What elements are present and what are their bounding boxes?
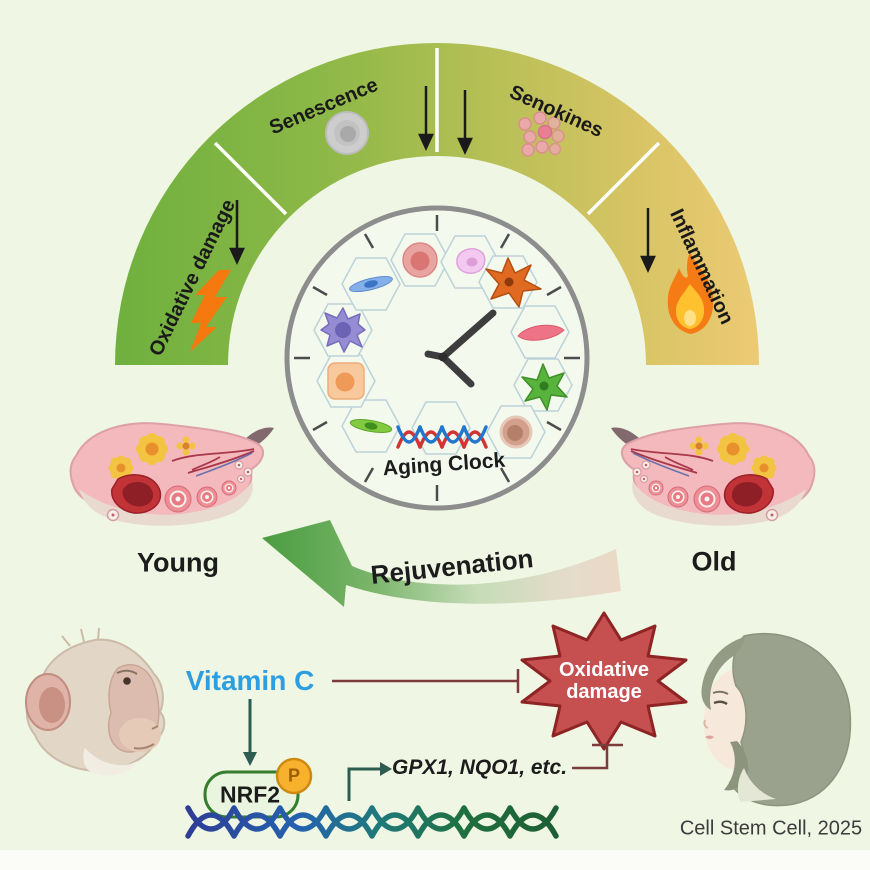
monkey-illustration <box>25 627 166 776</box>
aging-clock-graphic <box>284 205 590 511</box>
orange-square-cell-icon <box>327 362 365 400</box>
clock-dna-icon <box>396 425 488 449</box>
aging-hallmarks-arc <box>115 43 759 365</box>
citation: Cell Stem Cell, 2025 <box>679 817 863 840</box>
senescent-cell-icon <box>325 111 369 155</box>
nrf2-label: NRF2 <box>219 781 281 808</box>
epithelial-blob-cell-icon <box>456 248 486 274</box>
clock-hands <box>424 309 497 388</box>
old-ovary-illustration <box>610 422 816 527</box>
rejuvenation-arrow <box>262 520 621 607</box>
bottom-margin <box>0 850 870 870</box>
senokine-dots-icon <box>518 111 565 157</box>
arc-segment-dividers <box>213 48 661 216</box>
down-arrow-icon-senescence <box>418 86 434 151</box>
follicle-icons <box>106 460 253 522</box>
down-arrow-icon-oxidative <box>229 200 245 265</box>
oocyte-cell-icon <box>402 242 438 278</box>
lightning-icon <box>190 270 231 352</box>
vitamin-c-label: Vitamin C <box>185 665 315 696</box>
transcription-arrow <box>347 762 392 801</box>
flame-icon <box>667 252 714 334</box>
astrocyte-cell-icon <box>485 257 542 308</box>
clock-ticks <box>294 215 580 501</box>
young-ovary-illustration <box>69 422 274 526</box>
microglia-cell-icon <box>320 307 366 353</box>
young-label: Young <box>137 547 219 578</box>
phospho-badge <box>275 757 313 795</box>
oxidative-damage-star <box>520 611 688 751</box>
oxidative-damage-star-line1: Oxidative <box>558 659 650 681</box>
target-genes-label: GPX1, NQO1, etc. <box>392 756 568 779</box>
oxidative-damage-star-label: Oxidative damage <box>559 659 649 703</box>
muscle-cell-icon <box>517 324 565 341</box>
vitaminc-activates-nrf2-arrow <box>243 699 257 766</box>
phospho-label: P <box>287 765 301 786</box>
down-arrow-icon-senokines <box>457 90 473 155</box>
woman-illustration <box>701 633 852 807</box>
fibroblast-green-cell-icon <box>521 363 568 411</box>
down-arrow-icon-inflammation <box>640 208 656 273</box>
old-label: Old <box>691 546 737 577</box>
genes-inhibit-damage-line <box>572 743 623 770</box>
blue-spindle-cell-icon <box>349 275 393 293</box>
vitaminc-inhibits-damage-line <box>332 669 520 693</box>
brown-round-cell-icon <box>499 415 533 449</box>
green-spindle-cell-icon <box>349 418 393 434</box>
oxidative-damage-star-line2: damage <box>566 681 642 703</box>
dna-helix-icon <box>185 805 559 839</box>
